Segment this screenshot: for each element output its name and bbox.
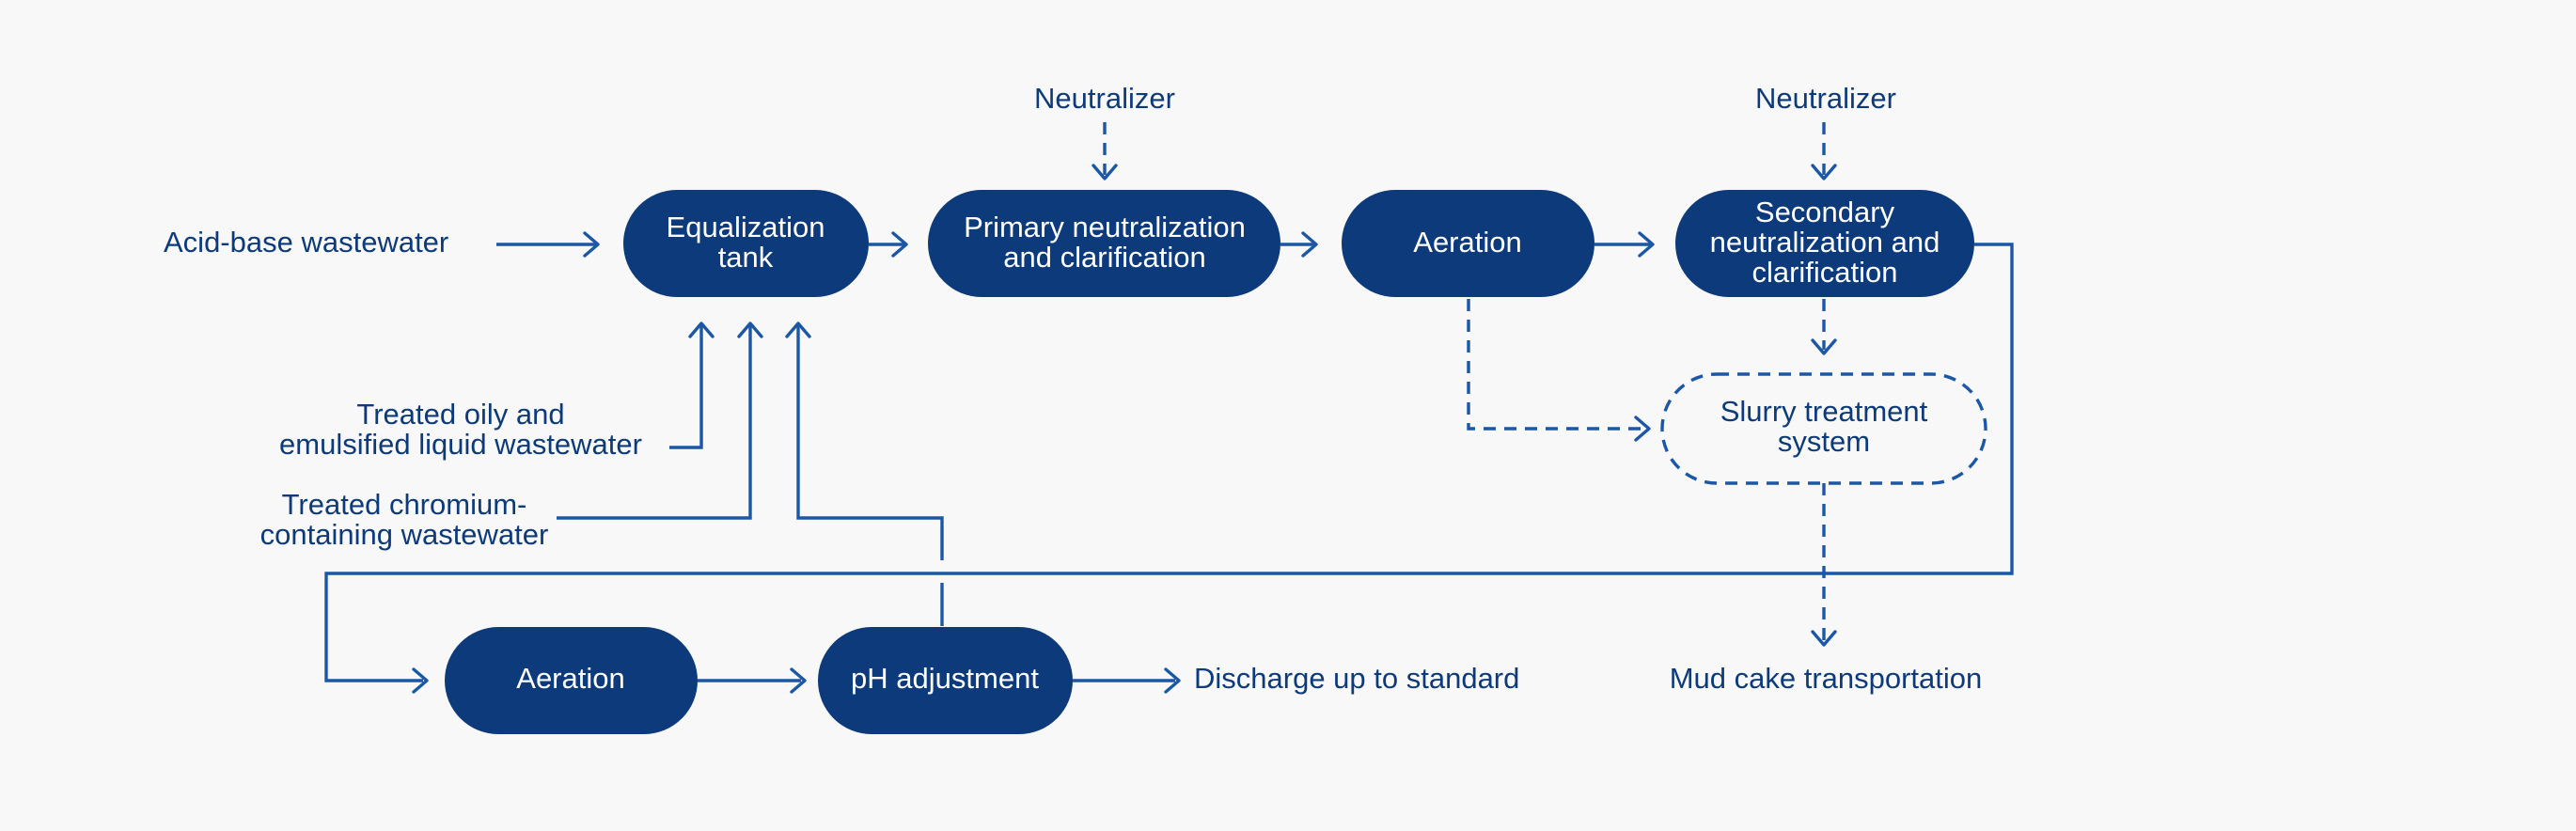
text-line: neutralization and — [1710, 226, 1940, 259]
node-shape — [445, 627, 698, 734]
flow-ph-return-to-equalization — [796, 325, 944, 560]
text-line: Acid-base wastewater — [164, 226, 448, 259]
text-line: Neutralizer — [1755, 82, 1896, 115]
flow-chromium-to-equalization — [557, 325, 752, 520]
node-label: Aeration — [1413, 226, 1521, 259]
node-label: pH adjustment — [851, 662, 1039, 695]
connectors — [324, 122, 2014, 694]
flow-oily-to-equalization — [669, 325, 703, 449]
arrowhead-icon — [790, 667, 807, 694]
node-shape — [1675, 190, 1974, 297]
text-line: Mud cake transportation — [1670, 662, 1983, 695]
text-line: system — [1778, 425, 1870, 458]
arrowhead-icon — [1638, 231, 1655, 258]
flow-aeration-to-slurry — [1467, 299, 1645, 431]
node-shape — [623, 190, 869, 297]
text-line: containing wastewater — [260, 518, 549, 551]
flow-secondary-to-aeration-bottom — [324, 243, 2014, 682]
arrowhead-icon — [1811, 630, 1837, 647]
text-line: Slurry treatment — [1720, 395, 1928, 428]
text-line: pH adjustment — [851, 662, 1039, 695]
arrowhead-icon — [785, 321, 811, 338]
label-acid-base-wastewater: Acid-base wastewater — [164, 226, 448, 259]
arrowhead-icon — [1811, 338, 1837, 355]
text-line: Aeration — [516, 662, 624, 695]
text-line: Treated oily and — [356, 398, 564, 431]
text-line: tank — [718, 241, 774, 274]
node-label: Aeration — [516, 662, 624, 695]
text-line: emulsified liquid wastewater — [279, 428, 642, 461]
arrowhead-icon — [1301, 231, 1318, 258]
arrowhead-icon — [1811, 164, 1837, 180]
arrowhead-icon — [1164, 667, 1181, 694]
arrowhead-icon — [412, 667, 429, 694]
text-line: Primary neutralization — [964, 211, 1246, 243]
node-aeration-bottom: Aeration — [445, 627, 698, 734]
arrowhead-icon — [1092, 164, 1118, 180]
text-line: Treated chromium- — [282, 488, 527, 521]
text-line: Aeration — [1413, 226, 1521, 259]
arrowhead-icon — [891, 231, 908, 258]
label-neutralizer-2: Neutralizer — [1755, 82, 1896, 115]
node-shape — [818, 627, 1073, 734]
arrowhead-icon — [1634, 416, 1651, 442]
text-line: Equalization — [667, 211, 825, 243]
text-line: Secondary — [1755, 196, 1895, 228]
label-mud-cake: Mud cake transportation — [1670, 662, 1983, 695]
node-shape — [1342, 190, 1594, 297]
node-aeration-top: Aeration — [1342, 190, 1594, 297]
arrowhead-icon — [688, 321, 715, 338]
node-shape — [1660, 372, 1987, 485]
label-discharge: Discharge up to standard — [1194, 662, 1519, 695]
text-line: clarification — [1751, 256, 1897, 289]
arrowhead-icon — [583, 231, 600, 258]
text-line: and clarification — [1003, 241, 1205, 274]
node-shape — [928, 190, 1280, 297]
label-neutralizer-1: Neutralizer — [1034, 82, 1175, 115]
arrowhead-icon — [737, 321, 763, 338]
text-line: Neutralizer — [1034, 82, 1175, 115]
label-treated-chromium: Treated chromium-containing wastewater — [260, 488, 549, 551]
text-line: Discharge up to standard — [1194, 662, 1519, 695]
node-ph-adjustment: pH adjustment — [818, 627, 1073, 734]
